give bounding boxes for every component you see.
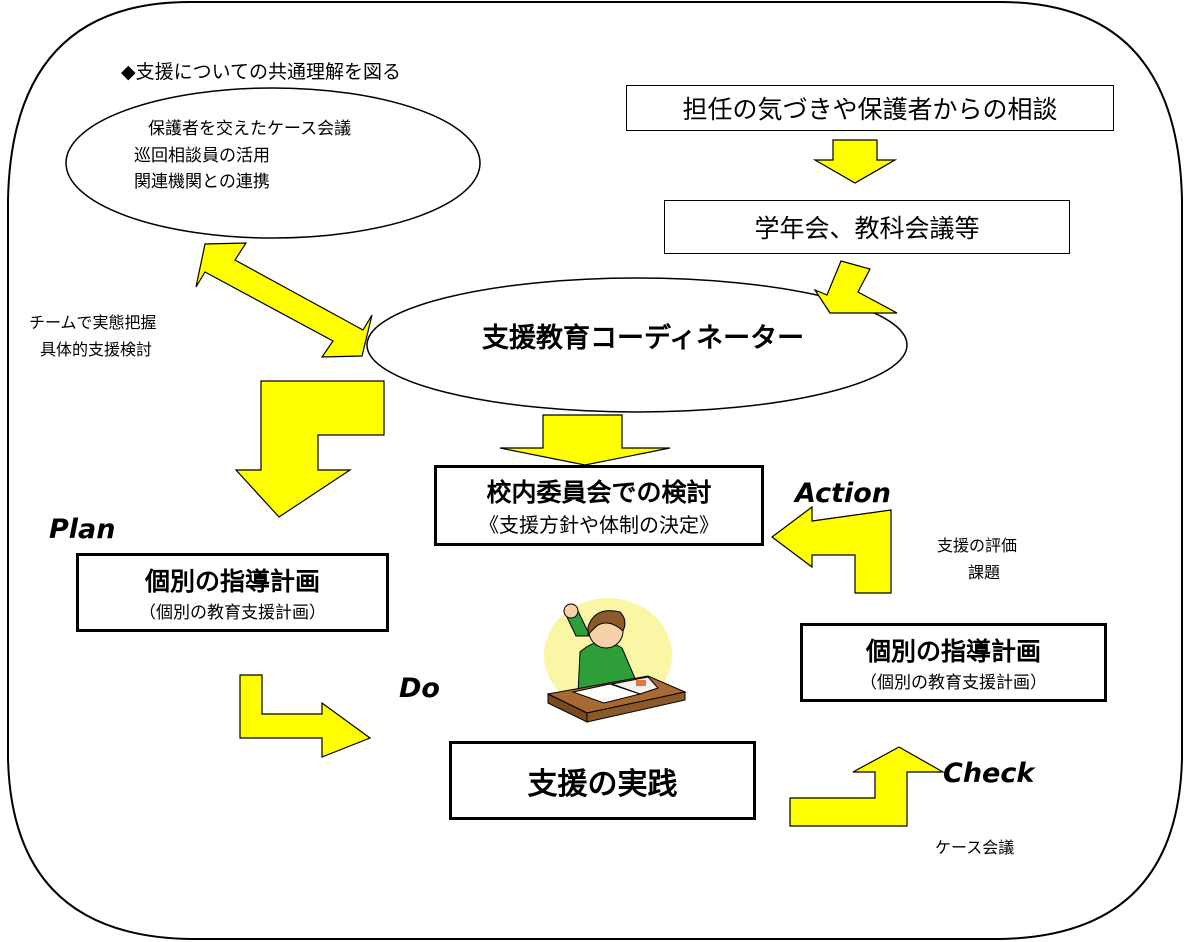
label-check: Check	[943, 758, 1035, 789]
ellipse-coordinator	[366, 277, 908, 413]
arrow-l-to-do	[239, 674, 372, 758]
plan-box-left-subtitle: （個別の教育支援計画）	[139, 603, 326, 623]
ellipse-line-case-meeting: 保護者を交えたケース会議	[148, 119, 352, 139]
team-note-line-2: 具体的支援検討	[40, 340, 153, 359]
committee-title: 校内委員会での検討	[486, 478, 712, 507]
ellipse-common-understanding	[65, 87, 481, 239]
evaluation-note-line-2: 課題	[968, 563, 1001, 582]
committee-box: 校内委員会での検討 《支援方針や体制の決定》	[434, 465, 764, 546]
arrow-l-to-plan	[234, 380, 385, 518]
team-note-line-1: チームで実態把握	[29, 313, 157, 332]
practice-label: 支援の実践	[527, 766, 678, 802]
ellipse-line-consultant: 巡回相談員の活用	[134, 146, 270, 166]
plan-box-left-title: 個別の指導計画	[144, 567, 320, 596]
outer-frame	[7, 1, 1183, 940]
plan-box-right-title: 個別の指導計画	[865, 637, 1041, 666]
heading-common-understanding: ◆支援についての共通理解を図る	[121, 61, 402, 83]
arrow-down-coordinator	[499, 414, 671, 466]
label-action: Action	[795, 478, 892, 509]
label-plan: Plan	[49, 514, 116, 545]
consultation-label: 担任の気づきや保護者からの相談	[682, 95, 1058, 124]
practice-box: 支援の実践	[449, 741, 756, 820]
grade-meeting-box: 学年会、教科会議等	[664, 200, 1070, 254]
plan-box-right: 個別の指導計画 （個別の教育支援計画）	[800, 623, 1107, 702]
student-illustration	[544, 598, 687, 723]
arrow-down-consultation	[812, 139, 898, 184]
arrow-double-diagonal	[195, 242, 373, 358]
arrow-l-to-check	[789, 746, 946, 827]
evaluation-note-line-1: 支援の評価	[937, 536, 1018, 555]
committee-subtitle: 《支援方針や体制の決定》	[479, 513, 719, 537]
plan-box-left: 個別の指導計画 （個別の教育支援計画）	[76, 553, 389, 632]
grade-meeting-label: 学年会、教科会議等	[754, 214, 980, 243]
plan-box-right-subtitle: （個別の教育支援計画）	[860, 673, 1047, 693]
ellipse-line-agencies: 関連機関との連携	[134, 172, 270, 192]
consultation-box: 担任の気づきや保護者からの相談	[626, 85, 1114, 131]
case-meeting-note: ケース会議	[935, 838, 1015, 857]
coordinator-label: 支援教育コーディネーター	[482, 323, 805, 354]
arrow-l-to-action	[771, 505, 892, 594]
arrow-down-right-to-coordinator	[813, 260, 898, 314]
label-do: Do	[399, 673, 440, 704]
